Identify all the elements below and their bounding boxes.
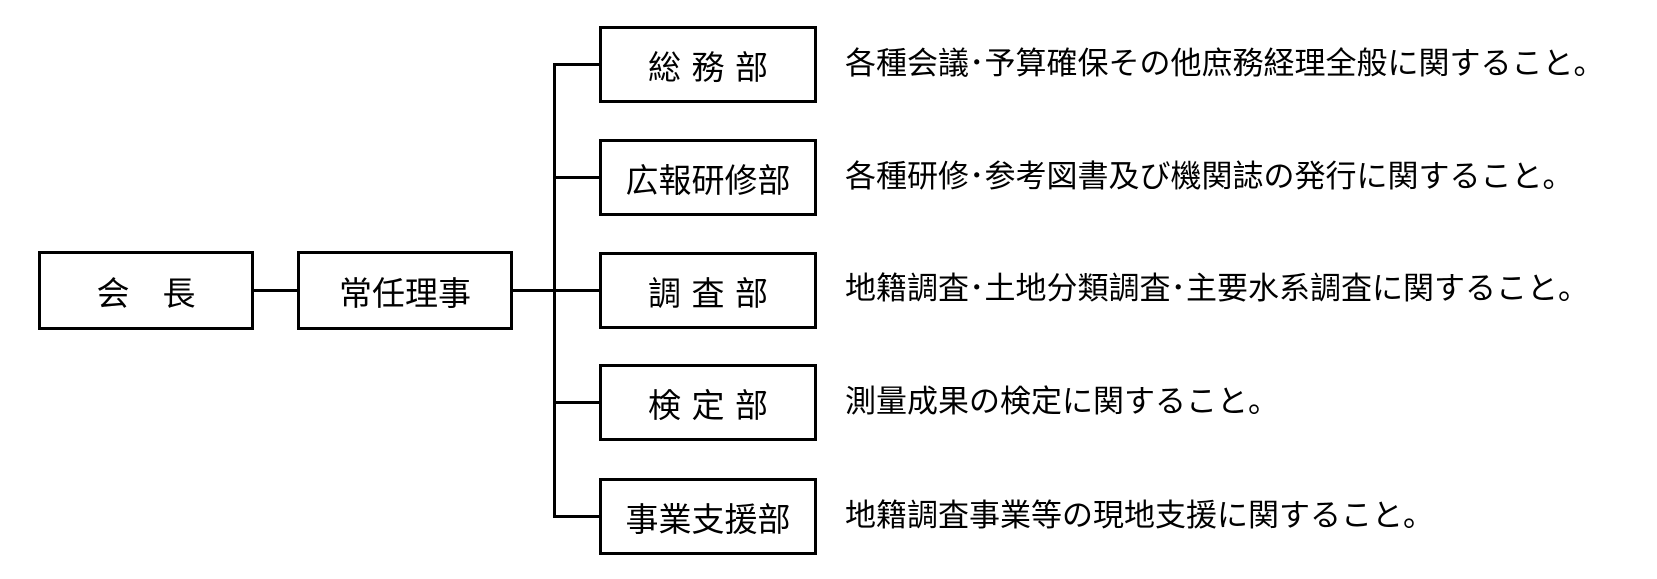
department-duties: 地籍調査･土地分類調査･主要水系調査に関すること。 (845, 271, 1589, 307)
node-chairman-label: 会 長 (96, 273, 196, 313)
node-chairman: 会 長 (38, 251, 254, 330)
node-department: 総 務 部 (599, 26, 817, 103)
branch-connector (553, 289, 600, 292)
branch-connector (553, 176, 600, 179)
branch-connector (553, 401, 600, 404)
connector-chairman-director (253, 289, 298, 292)
department-duties: 地籍調査事業等の現地支援に関すること。 (845, 498, 1434, 534)
department-label: 事業支援部 (625, 499, 791, 539)
department-label: 調 査 部 (648, 273, 768, 313)
branch-connector (553, 63, 600, 66)
department-duties: 各種研修･参考図書及び機関誌の発行に関すること。 (845, 159, 1574, 195)
node-department: 調 査 部 (599, 252, 817, 329)
node-department: 事業支援部 (599, 478, 817, 555)
connector-director-trunk (511, 289, 556, 292)
node-department: 広報研修部 (599, 139, 817, 216)
node-executive-director: 常任理事 (297, 251, 513, 330)
department-label: 広報研修部 (625, 160, 791, 200)
node-executive-director-label: 常任理事 (339, 273, 471, 313)
department-duties: 各種会議･予算確保その他庶務経理全般に関すること。 (845, 46, 1605, 82)
department-duties: 測量成果の検定に関すること。 (845, 384, 1279, 420)
node-department: 検 定 部 (599, 364, 817, 441)
department-label: 検 定 部 (648, 385, 768, 425)
branch-connector (553, 515, 600, 518)
department-label: 総 務 部 (648, 47, 768, 87)
